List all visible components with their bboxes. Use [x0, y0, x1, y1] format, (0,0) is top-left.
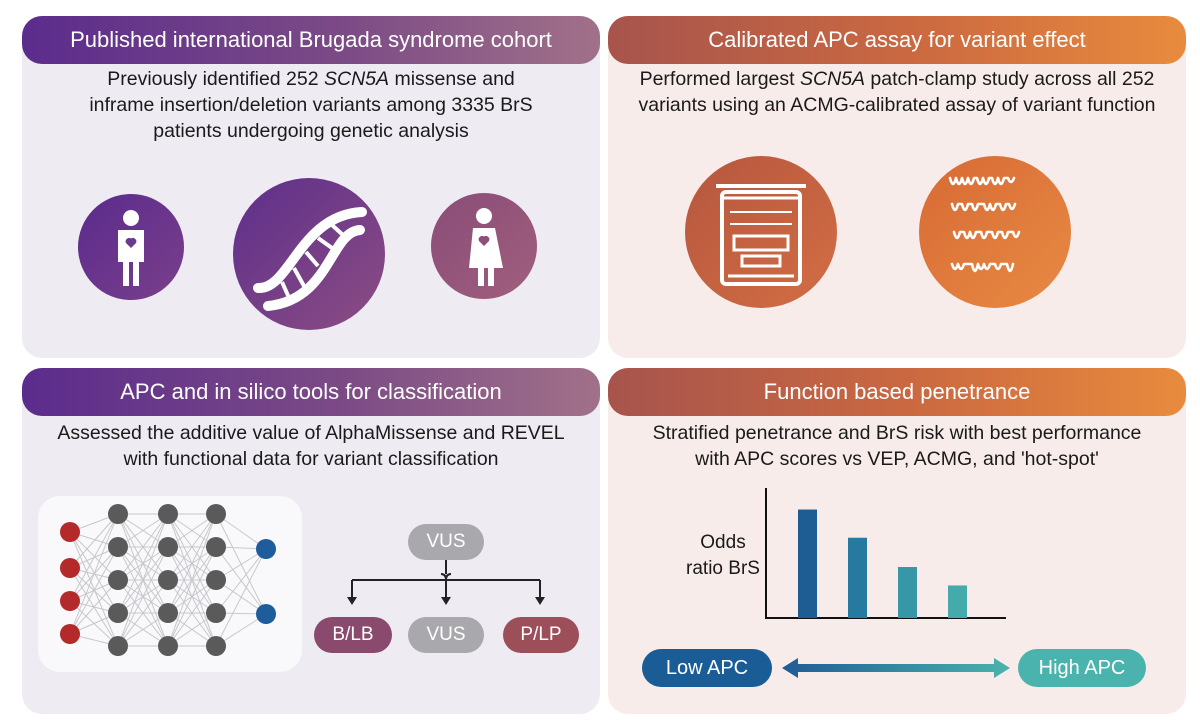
apc-assay-description: Performed largest SCN5A patch-clamp stud… — [608, 66, 1186, 118]
odds-ratio-bar-2 — [848, 537, 867, 618]
odds-ratio-bar-1 — [798, 509, 817, 618]
network-node-3-2 — [206, 570, 226, 590]
network-node-3-4 — [206, 636, 226, 656]
patch-clamp-instrument-icon — [685, 156, 837, 308]
dna-helix-icon — [233, 178, 385, 330]
penetrance-desc-line2: with APC scores vs VEP, ACMG, and 'hot-s… — [695, 448, 1099, 470]
low-apc-pill: Low APC — [642, 649, 772, 687]
vus-root-label: VUS — [426, 531, 466, 552]
cohort-desc-line2: inframe insertion/deletion variants amon… — [89, 94, 533, 116]
apc-assay-panel-header: Calibrated APC assay for variant effect — [608, 16, 1186, 64]
odds-ratio-bar-3 — [898, 567, 917, 618]
y-label-line2: ratio BrS — [686, 558, 760, 579]
cohort-desc-text-end: missense and — [389, 68, 515, 90]
network-node-4-1 — [256, 604, 276, 624]
penetrance-panel-header: Function based penetrance — [608, 368, 1186, 416]
cohort-panel-header: Published international Brugada syndrome… — [22, 16, 600, 64]
cohort-desc-line3: patients undergoing genetic analysis — [153, 120, 469, 142]
classification-desc-line2: with functional data for variant classif… — [123, 448, 499, 470]
chart-axes — [765, 488, 1006, 619]
high-apc-label: High APC — [1038, 656, 1126, 679]
classification-desc-line1: Assessed the additive value of AlphaMiss… — [57, 422, 565, 444]
high-apc-pill: High APC — [1018, 649, 1146, 687]
benign-pill: B/LB — [314, 617, 392, 653]
vus-root-pill: VUS — [408, 524, 484, 560]
benign-label: B/LB — [332, 624, 374, 645]
network-node-2-2 — [158, 570, 178, 590]
cohort-desc-text: Previously identified 252 — [107, 68, 325, 90]
classification-panel-header: APC and in silico tools for classificati… — [22, 368, 600, 416]
network-node-0-1 — [60, 558, 80, 578]
classification-description: Assessed the additive value of AlphaMiss… — [22, 420, 600, 472]
network-node-3-1 — [206, 537, 226, 557]
network-node-0-2 — [60, 591, 80, 611]
apc-desc-line2: variants using an ACMG-calibrated assay … — [638, 94, 1156, 116]
network-node-2-0 — [158, 504, 178, 524]
penetrance-panel-title: Function based penetrance — [763, 379, 1031, 404]
y-label-line1: Odds — [700, 532, 746, 553]
network-node-0-3 — [60, 624, 80, 644]
apc-desc-text-end: patch-clamp study across all 252 — [865, 68, 1155, 90]
pathogenic-label: P/LP — [520, 624, 562, 645]
vus-leaf-pill: VUS — [408, 617, 484, 653]
apc-desc-gene: SCN5A — [799, 68, 866, 90]
cohort-desc-gene: SCN5A — [324, 68, 390, 90]
classification-panel-title: APC and in silico tools for classificati… — [120, 379, 502, 404]
low-apc-label: Low APC — [665, 656, 749, 679]
pathogenic-pill: P/LP — [503, 617, 579, 653]
network-node-3-0 — [206, 504, 226, 524]
network-node-1-4 — [108, 636, 128, 656]
vus-leaf-label: VUS — [426, 624, 466, 645]
odds-ratio-bar-4 — [948, 585, 967, 618]
network-node-2-3 — [158, 603, 178, 623]
penetrance-desc-line1: Stratified penetrance and BrS risk with … — [652, 422, 1142, 444]
cohort-panel-title: Published international Brugada syndrome… — [70, 27, 552, 52]
penetrance-description: Stratified penetrance and BrS risk with … — [608, 420, 1186, 472]
network-node-1-1 — [108, 537, 128, 557]
chart-y-label: Odds ratio BrS — [668, 530, 778, 582]
network-node-1-2 — [108, 570, 128, 590]
network-node-2-1 — [158, 537, 178, 557]
apc-assay-panel-title: Calibrated APC assay for variant effect — [708, 27, 1086, 52]
network-node-2-4 — [158, 636, 178, 656]
network-node-3-3 — [206, 603, 226, 623]
network-node-4-0 — [256, 539, 276, 559]
female-patient-icon — [431, 193, 537, 299]
network-node-0-0 — [60, 522, 80, 542]
network-node-1-0 — [108, 504, 128, 524]
male-patient-icon — [78, 194, 184, 300]
network-node-1-3 — [108, 603, 128, 623]
cohort-description: Previously identified 252 SCN5A missense… — [22, 66, 600, 144]
apc-desc-text: Performed largest — [639, 68, 800, 90]
current-traces-icon — [919, 156, 1071, 308]
